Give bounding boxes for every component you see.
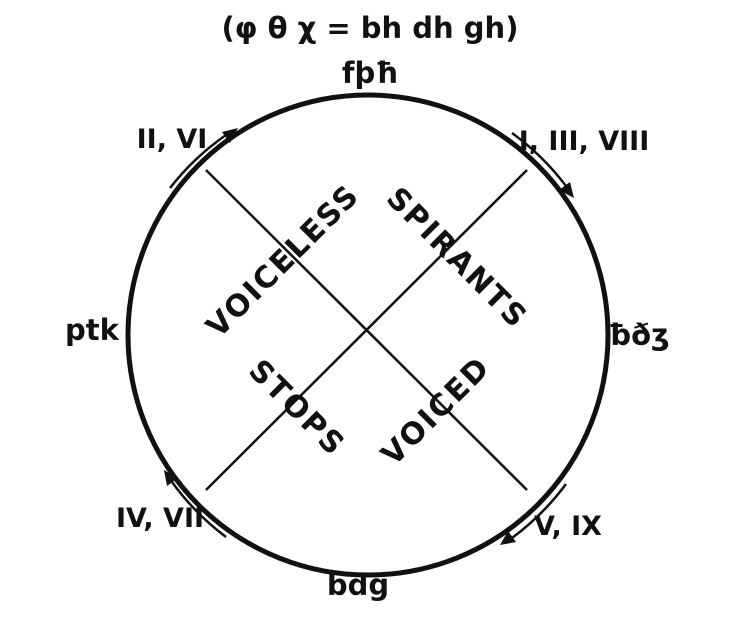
quadrant-label-voiced: VOICED — [375, 350, 498, 473]
node-label-left: ptk — [65, 313, 120, 347]
node-label-right: ƀðʒ — [610, 318, 669, 352]
arc-label-bottom-left: IV, VII — [116, 503, 204, 534]
node-label-top: fþħ — [342, 56, 398, 90]
main-circle — [125, 92, 611, 578]
arc-arrow-top-left — [169, 133, 227, 189]
quadrant-label-voiceless: VOICELESS — [200, 178, 367, 345]
quadrant-label-stops: STOPS — [242, 353, 352, 463]
formula-label: (φ θ χ = bh dh gh) — [222, 11, 519, 45]
arc-arrow-bottom-right — [511, 483, 568, 540]
arrowhead-bottom-left — [164, 470, 178, 486]
arrowhead-top-left — [222, 128, 238, 143]
arc-label-bottom-right: V, IX — [534, 511, 602, 542]
arc-arrow-bottom-left — [170, 481, 227, 538]
node-label-bottom: bdg — [327, 568, 389, 602]
arrowhead-top-right — [559, 182, 574, 198]
arc-label-top-right: I, III, VIII — [519, 126, 650, 157]
arc-arrow-top-right — [511, 131, 567, 187]
quadrant-label-spirants: SPIRANTS — [379, 181, 534, 336]
arrowhead-bottom-right — [500, 531, 516, 545]
diagonal-line-ascending — [205, 169, 528, 491]
arc-label-top-left: II, VI — [137, 124, 208, 155]
